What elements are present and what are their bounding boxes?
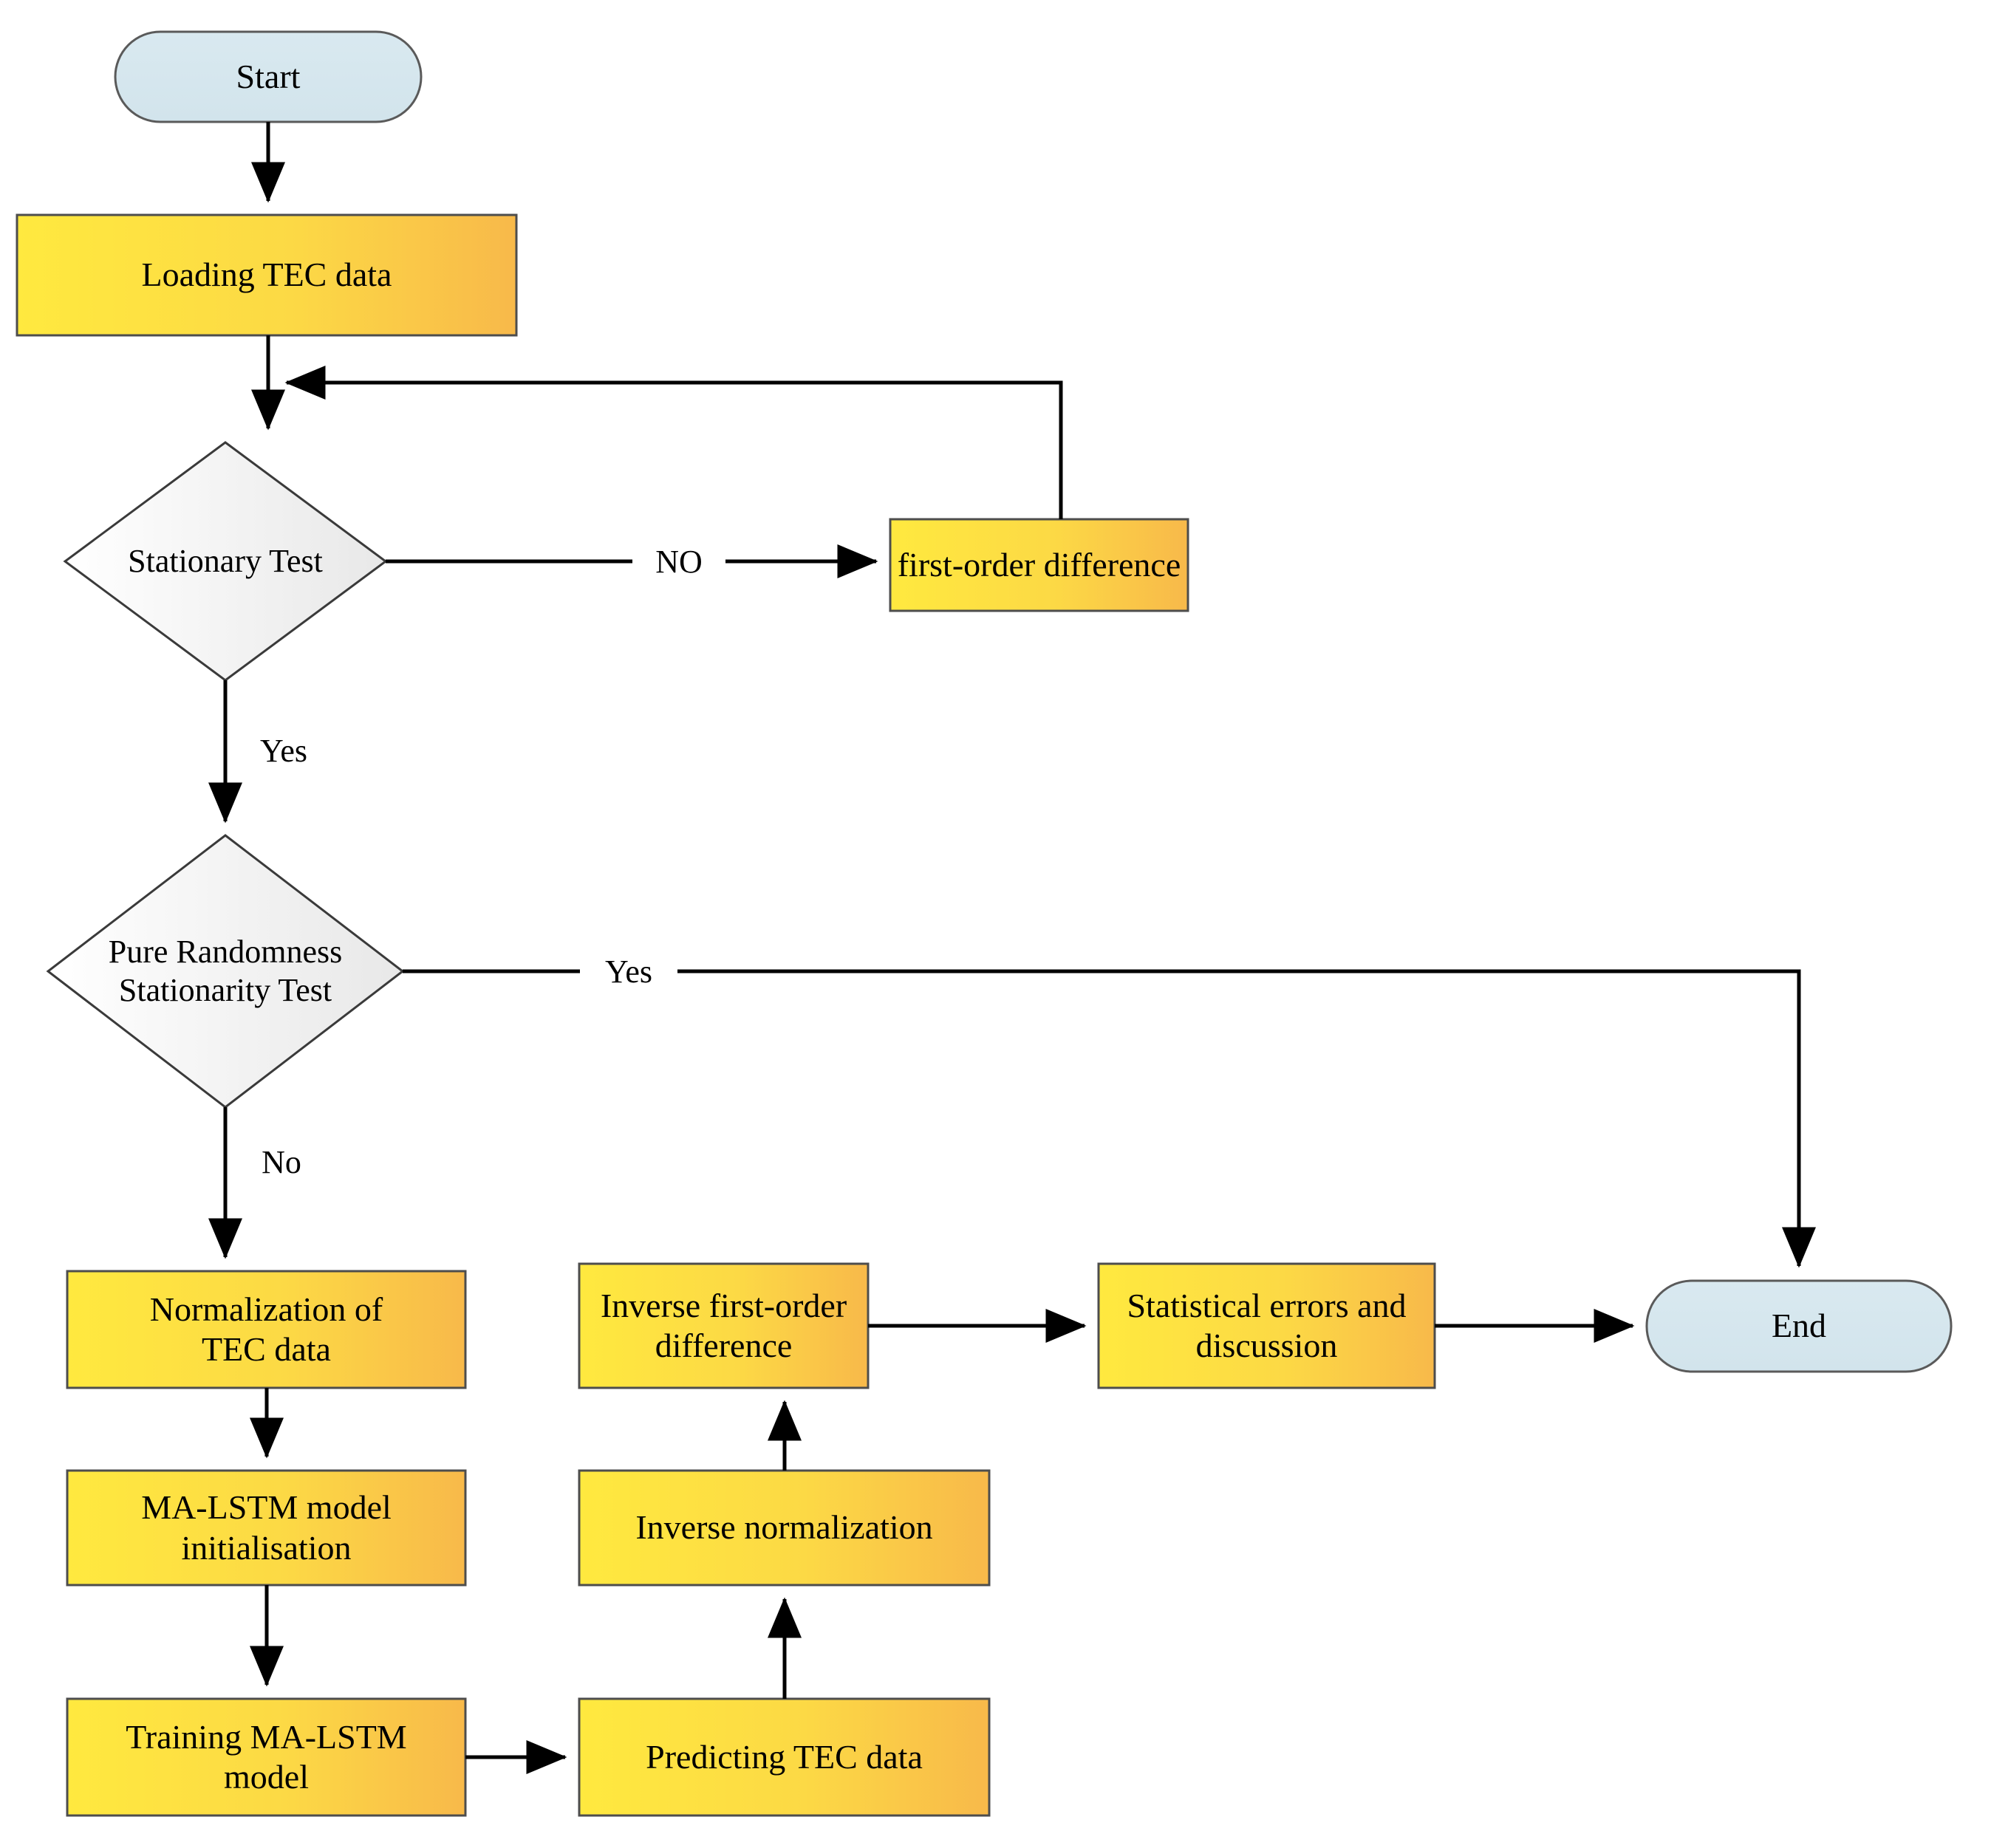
edge-purerandom-yes-to-end <box>403 969 1816 1268</box>
node-training-ma-lstm-model[interactable] <box>66 1697 467 1817</box>
node-start[interactable] <box>114 30 423 123</box>
node-statistical-errors-and-discussion[interactable] <box>1097 1262 1436 1389</box>
node-pure-randomness-stationarity-test[interactable] <box>46 834 405 1109</box>
node-inverse-first-order-difference[interactable] <box>578 1262 870 1389</box>
node-loading-tec-data[interactable] <box>16 213 518 337</box>
node-normalization-of-tec-data[interactable] <box>66 1270 467 1389</box>
node-predicting-tec-data[interactable] <box>578 1697 991 1817</box>
node-first-order-difference[interactable] <box>889 518 1189 612</box>
edge-firstdiff-feedback-to-loading <box>284 366 1063 519</box>
node-stationary-test[interactable] <box>63 441 388 682</box>
node-inverse-normalization[interactable] <box>578 1469 991 1587</box>
node-end[interactable] <box>1645 1279 1953 1373</box>
node-ma-lstm-model-initialisation[interactable] <box>66 1469 467 1587</box>
